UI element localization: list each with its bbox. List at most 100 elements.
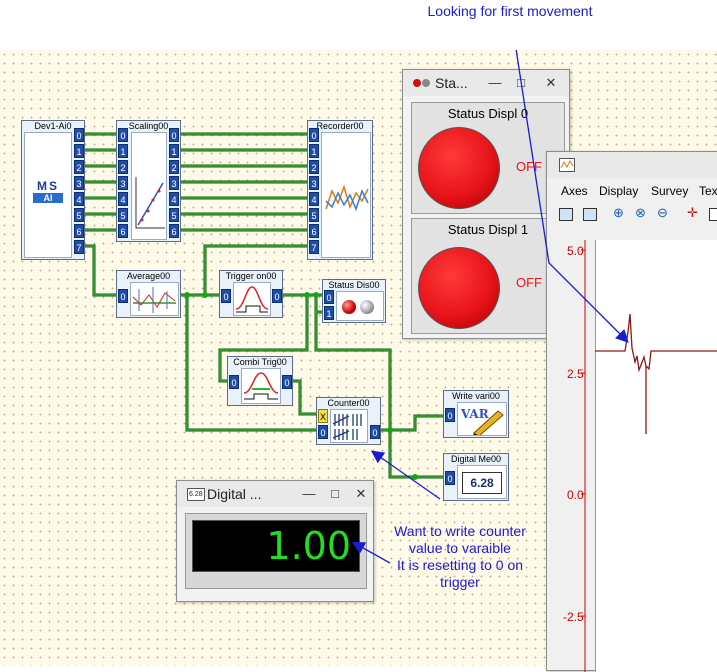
recorder-block[interactable]: Recorder00 0 1 2 3 4 5 6 7 <box>307 120 373 260</box>
digital-meter-in-0[interactable]: 0 <box>445 471 455 485</box>
combi-in-0[interactable]: 0 <box>229 375 239 389</box>
dev-port-5[interactable]: 5 <box>74 208 84 222</box>
recorder-in-4[interactable]: 4 <box>309 192 319 206</box>
counter-in-0[interactable]: 0 <box>318 425 328 439</box>
average-graph-icon <box>132 287 176 313</box>
recorder-plot-area[interactable] <box>595 240 717 672</box>
annotation-top: Looking for first movement <box>427 3 593 19</box>
maximize-button[interactable]: □ <box>331 486 339 501</box>
menu-axes[interactable]: Axes <box>561 184 588 198</box>
scaling-title: Scaling00 <box>128 121 169 131</box>
trigger-out-0[interactable]: 0 <box>272 289 282 303</box>
trigger-title: Trigger on00 <box>225 271 277 281</box>
scaling-in-4[interactable]: 4 <box>118 192 128 206</box>
average-body <box>130 282 179 316</box>
scaling-in-1[interactable]: 1 <box>118 144 128 158</box>
digital-display-window[interactable]: 6.28 Digital ... — □ ✕ 1.00 <box>176 480 374 602</box>
recorder-body <box>321 132 371 258</box>
toolbar-btn-more[interactable] <box>709 208 717 221</box>
write-variable-block[interactable]: Write vari00 VAR 0 <box>443 390 509 438</box>
cursor-icon[interactable]: ✛ <box>687 205 698 220</box>
counter-in-x[interactable]: X <box>318 409 328 423</box>
dev-port-4[interactable]: 4 <box>74 192 84 206</box>
minimize-button[interactable]: — <box>302 486 316 501</box>
status-window-titlebar[interactable]: Sta... — □ ✕ <box>403 70 569 96</box>
write-variable-in-0[interactable]: 0 <box>445 408 455 422</box>
average-block[interactable]: Average00 0 <box>116 270 181 318</box>
status-display-window[interactable]: Sta... — □ ✕ Status Displ 0 OFF Status D… <box>402 69 570 339</box>
annotation-arrows <box>351 50 629 564</box>
recorder-menubar: Axes Display Survey Tex <box>547 182 717 200</box>
counter-out-0[interactable]: 0 <box>370 425 380 439</box>
recorder-in-2[interactable]: 2 <box>309 160 319 174</box>
zoom-fit-icon[interactable]: ⊗ <box>635 205 646 220</box>
recorder-in-6[interactable]: 6 <box>309 224 319 238</box>
scaling-out-3[interactable]: 3 <box>169 176 179 190</box>
combi-out-0[interactable]: 0 <box>282 375 292 389</box>
y-tick-5: 5.0 <box>567 244 584 258</box>
dev-ai-block[interactable]: Dev1-Ai0 MS AI 0 1 2 3 4 5 6 7 <box>21 120 85 260</box>
digital-meter-icon: 6.28 <box>462 472 502 494</box>
scaling-block[interactable]: Scaling00 0 1 2 3 4 5 6 0 1 2 3 4 5 6 <box>116 120 181 242</box>
recorder-titlebar[interactable] <box>547 152 717 178</box>
recorder-in-3[interactable]: 3 <box>309 176 319 190</box>
dev-port-1[interactable]: 1 <box>74 144 84 158</box>
y-tick-0: 0.0 <box>567 488 584 502</box>
scaling-out-1[interactable]: 1 <box>169 144 179 158</box>
dev-port-2[interactable]: 2 <box>74 160 84 174</box>
status-in-0[interactable]: 0 <box>324 290 334 304</box>
status-window-icon-grey <box>422 79 430 87</box>
menu-text[interactable]: Tex <box>699 184 717 198</box>
zoom-out-icon[interactable]: ⊖ <box>657 205 668 220</box>
status-in-1[interactable]: 1 <box>324 306 334 320</box>
close-button[interactable]: ✕ <box>355 486 367 501</box>
combi-trigger-block[interactable]: Combi Trig00 0 0 <box>227 356 293 406</box>
annotation-bottom: Want to write counter value to varaible … <box>370 523 550 591</box>
scaling-in-3[interactable]: 3 <box>118 176 128 190</box>
scaling-out-5[interactable]: 5 <box>169 208 179 222</box>
digital-display-value: 1.00 <box>266 524 351 568</box>
toolbar-btn-1[interactable] <box>559 208 573 221</box>
recorder-in-7[interactable]: 7 <box>309 240 319 254</box>
status-panel-1: Status Displ 1 OFF <box>411 218 565 334</box>
grey-ball-icon <box>360 300 374 314</box>
scaling-in-0[interactable]: 0 <box>118 128 128 142</box>
recorder-in-0[interactable]: 0 <box>309 128 319 142</box>
counter-block[interactable]: Counter00 X 0 0 <box>316 397 381 445</box>
scaling-in-2[interactable]: 2 <box>118 160 128 174</box>
scaling-out-6[interactable]: 6 <box>169 224 179 238</box>
trigger-in-0[interactable]: 0 <box>221 289 231 303</box>
recorder-window-icon <box>559 158 575 172</box>
toolbar-btn-2[interactable] <box>583 208 597 221</box>
dev-port-6[interactable]: 6 <box>74 224 84 238</box>
average-in-0[interactable]: 0 <box>118 289 128 303</box>
menu-display[interactable]: Display <box>599 184 639 198</box>
dev-port-3[interactable]: 3 <box>74 176 84 190</box>
dev-port-7[interactable]: 7 <box>74 240 84 254</box>
trigger-body <box>233 282 271 316</box>
scaling-out-4[interactable]: 4 <box>169 192 179 206</box>
scaling-in-6[interactable]: 6 <box>118 224 128 238</box>
recorder-in-1[interactable]: 1 <box>309 144 319 158</box>
dev-port-0[interactable]: 0 <box>74 128 84 142</box>
status-panel-1-title: Status Displ 1 <box>447 222 529 237</box>
scaling-out-0[interactable]: 0 <box>169 128 179 142</box>
status-lamp-1 <box>418 247 500 329</box>
digital-window-titlebar[interactable]: 6.28 Digital ... — □ ✕ <box>177 481 373 507</box>
digital-meter-block[interactable]: Digital Me00 6.28 0 <box>443 453 509 501</box>
worksheet-canvas[interactable]: Dev1-Ai0 MS AI 0 1 2 3 4 5 6 7 Scaling00… <box>0 50 717 672</box>
recorder-window[interactable]: Axes Display Survey Tex ⊕ ⊗ ⊖ ✛ 5.0 2.5 … <box>546 151 717 672</box>
scaling-out-2[interactable]: 2 <box>169 160 179 174</box>
menu-survey[interactable]: Survey <box>651 184 689 198</box>
status-close-button[interactable]: ✕ <box>545 75 557 90</box>
digital-window-title: Digital ... <box>207 486 262 502</box>
zoom-in-icon[interactable]: ⊕ <box>613 205 624 220</box>
scaling-graph-icon <box>135 177 165 229</box>
status-state-0: OFF <box>516 159 542 174</box>
recorder-title: Recorder00 <box>316 121 364 131</box>
status-block[interactable]: Status Dis00 0 1 <box>322 279 386 323</box>
status-minimize-button[interactable]: — <box>488 75 502 90</box>
trigger-block[interactable]: Trigger on00 0 0 <box>219 270 283 318</box>
recorder-in-5[interactable]: 5 <box>309 208 319 222</box>
scaling-in-5[interactable]: 5 <box>118 208 128 222</box>
